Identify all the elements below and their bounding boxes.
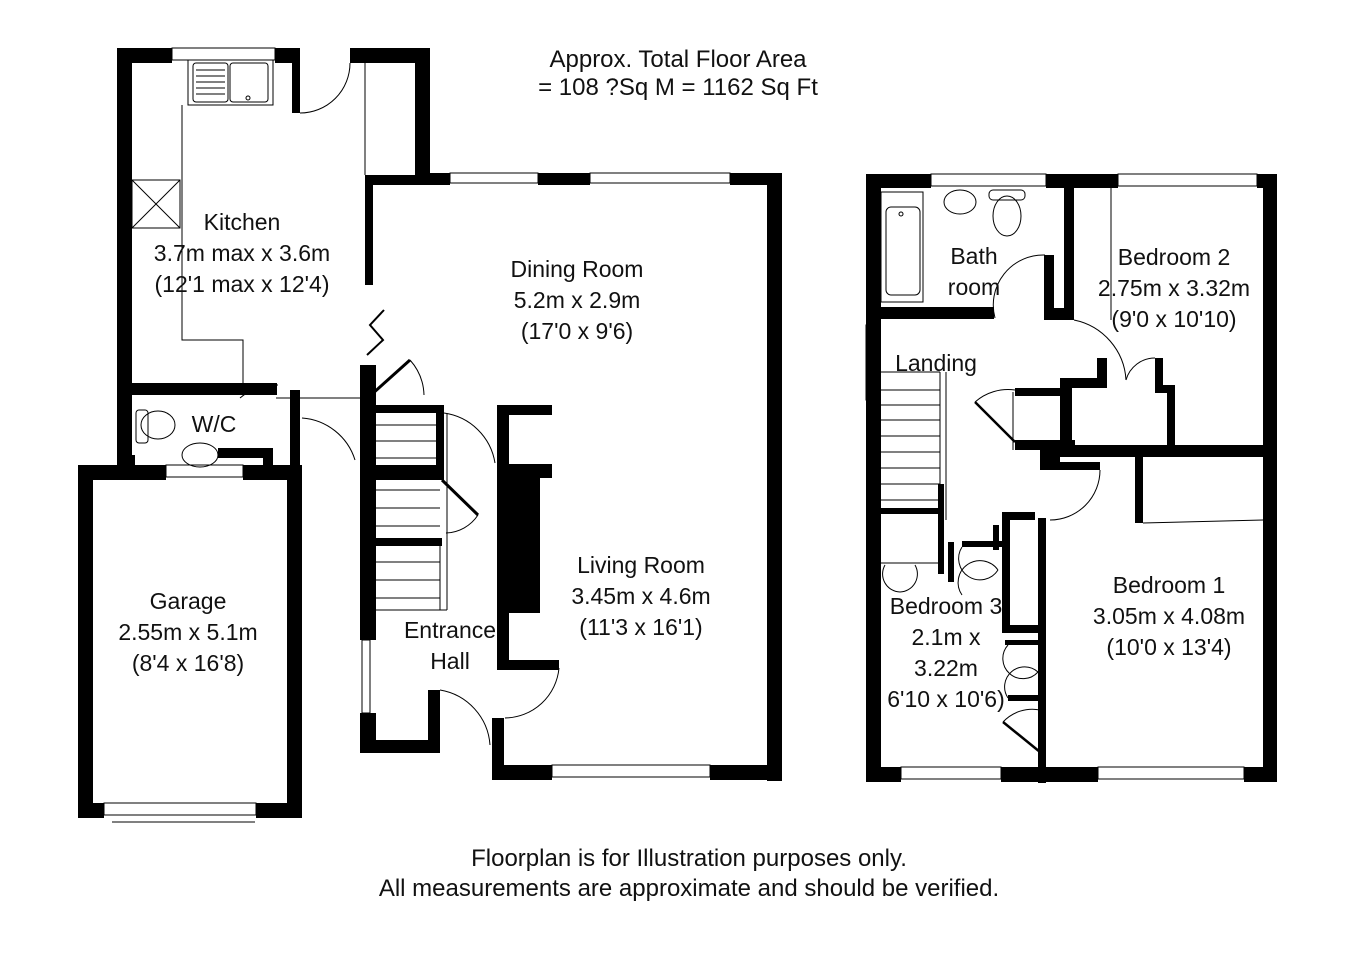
room-label-entrance-hall: Entrance Hall [404, 615, 496, 677]
room-size-metric-line2: 3.22m [914, 655, 978, 681]
floor-area-title: Approx. Total Floor Area [549, 46, 807, 73]
floor-area-value: = 108 ?Sq M = 1162 Sq Ft [538, 74, 818, 101]
room-size-metric: 5.2m x 2.9m [513, 287, 641, 313]
disclaimer-footer: Floorplan is for Illustration purposes o… [379, 844, 999, 904]
room-name: Landing [895, 350, 977, 376]
room-name: Bath [950, 243, 998, 269]
room-name: W/C [191, 411, 237, 437]
floor-area-header: Approx. Total Floor Area = 108 ?Sq M = 1… [538, 46, 818, 102]
room-name: Bedroom 2 [1117, 244, 1231, 270]
room-name-line2: Hall [430, 648, 470, 674]
room-name: Entrance [403, 617, 497, 643]
room-label-dining-room: Dining Room 5.2m x 2.9m (17'0 x 9'6) [511, 254, 644, 347]
room-size-imperial: (10'0 x 13'4) [1106, 634, 1232, 660]
disclaimer-line-1: Floorplan is for Illustration purposes o… [471, 845, 907, 872]
room-label-bathroom: Bath room [948, 241, 1000, 303]
room-size-imperial: (9'0 x 10'10) [1111, 306, 1237, 332]
room-size-metric: 3.45m x 4.6m [571, 583, 711, 609]
room-label-bedroom-3: Bedroom 3 2.1m x 3.22m 6'10 x 10'6) [887, 591, 1004, 715]
disclaimer-line-2: All measurements are approximate and sho… [378, 875, 1000, 902]
room-size-metric: 3.05m x 4.08m [1092, 603, 1246, 629]
room-name: Bedroom 3 [889, 593, 1003, 619]
room-size-metric: 2.55m x 5.1m [118, 619, 258, 645]
room-size-metric: 2.1m x [911, 624, 981, 650]
room-name: Bedroom 1 [1112, 572, 1226, 598]
room-size-imperial: (8'4 x 16'8) [131, 650, 245, 676]
room-name: Living Room [577, 552, 705, 578]
room-size-imperial: (11'3 x 16'1) [579, 614, 703, 640]
ground-floor-fixtures [103, 47, 731, 823]
room-label-kitchen: Kitchen 3.7m max x 3.6m (12'1 max x 12'4… [154, 207, 330, 300]
room-label-garage: Garage 2.55m x 5.1m (8'4 x 16'8) [118, 586, 257, 679]
first-floor-walls [866, 174, 1277, 783]
room-label-wc: W/C [192, 409, 237, 440]
room-size-imperial: 6'10 x 10'6) [887, 686, 1005, 712]
room-name: Kitchen [203, 209, 281, 235]
ground-floor-walls [78, 48, 782, 818]
room-label-landing: Landing [895, 348, 977, 379]
room-size-imperial: (17'0 x 9'6) [520, 318, 634, 344]
room-name-line2: room [947, 274, 1001, 300]
first-floor-fixtures [865, 173, 1264, 780]
room-size-metric: 3.7m max x 3.6m [153, 240, 331, 266]
room-size-metric: 2.75m x 3.32m [1097, 275, 1251, 301]
room-name: Garage [149, 588, 227, 614]
room-size-imperial: (12'1 max x 12'4) [154, 271, 330, 297]
room-name: Dining Room [510, 256, 644, 282]
room-label-living-room: Living Room 3.45m x 4.6m (11'3 x 16'1) [571, 550, 710, 643]
room-label-bedroom-2: Bedroom 2 2.75m x 3.32m (9'0 x 10'10) [1098, 242, 1250, 335]
room-label-bedroom-1: Bedroom 1 3.05m x 4.08m (10'0 x 13'4) [1093, 570, 1245, 663]
